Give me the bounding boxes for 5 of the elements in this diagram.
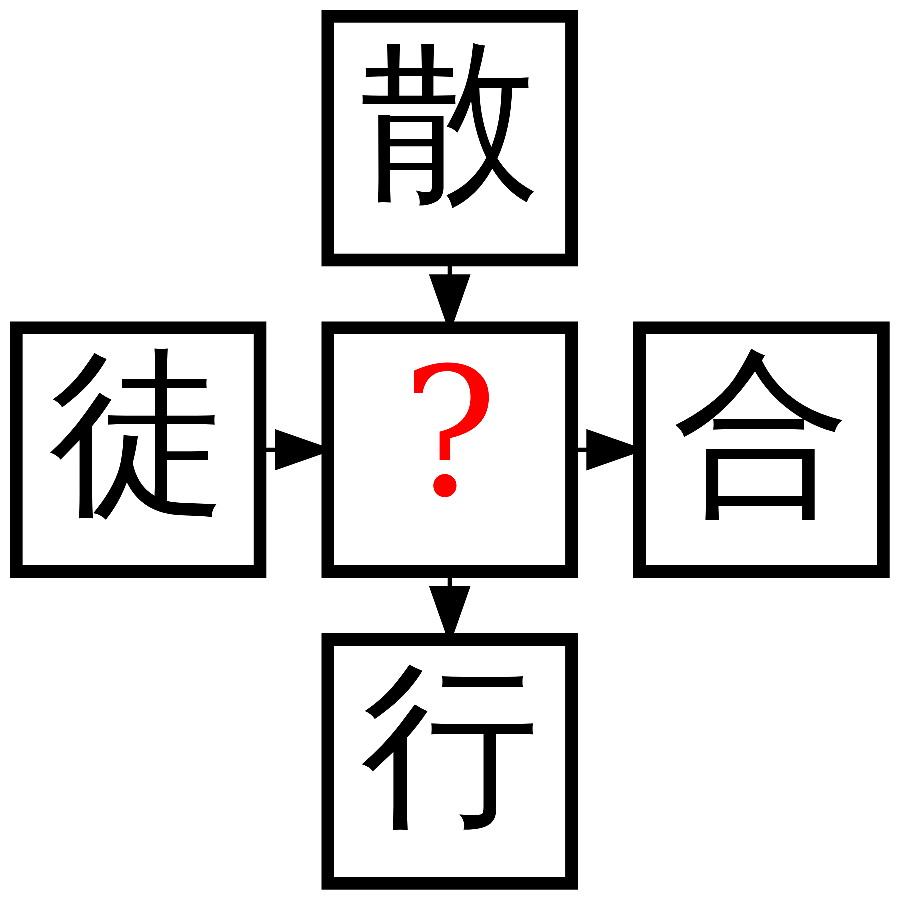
node-box: 行	[322, 633, 578, 890]
node-box: ?	[322, 322, 578, 578]
node-box: 散	[322, 10, 578, 267]
node-box: 徒	[10, 322, 267, 578]
node-box: 合	[633, 322, 890, 578]
